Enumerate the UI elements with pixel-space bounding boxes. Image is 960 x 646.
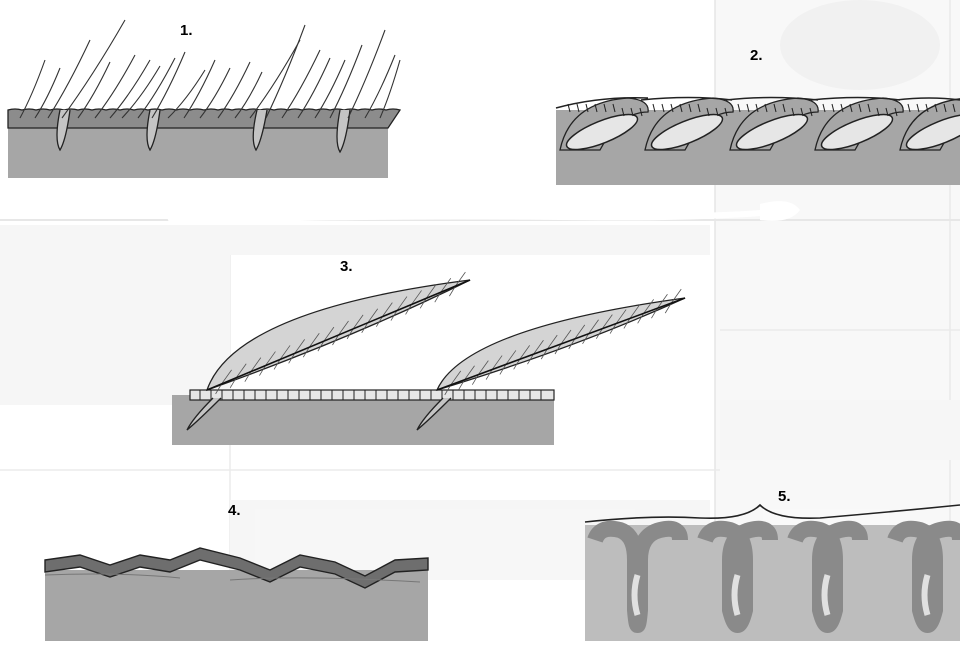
panel-5-label: 5. [778, 488, 791, 505]
hair-strand [48, 40, 90, 118]
epidermis-layer [190, 390, 554, 400]
fold-highlight [735, 575, 738, 615]
panel-3-label: 3. [340, 258, 353, 275]
panel-2-scaled-skin [556, 98, 960, 186]
panel-1-hair-skin [8, 20, 400, 178]
hair-strand [62, 20, 125, 118]
fold-highlight [635, 575, 638, 615]
panel-5-folded-skin [585, 505, 960, 641]
hair-strand [282, 50, 320, 118]
hair-strand [348, 30, 385, 118]
panel-3-feathered-skin [172, 272, 685, 445]
fold-highlight [825, 575, 828, 615]
feather-rachis [207, 280, 470, 390]
panel-2-label: 2. [750, 47, 763, 64]
panel-1-label: 1. [180, 22, 193, 39]
hair-strand [250, 40, 300, 118]
hair-strand [152, 52, 185, 118]
fold-highlight [925, 575, 928, 615]
feather-rachis [437, 298, 685, 390]
hair-strand [266, 25, 305, 118]
dermis-layer [172, 395, 554, 445]
panel-4-label: 4. [228, 502, 241, 519]
